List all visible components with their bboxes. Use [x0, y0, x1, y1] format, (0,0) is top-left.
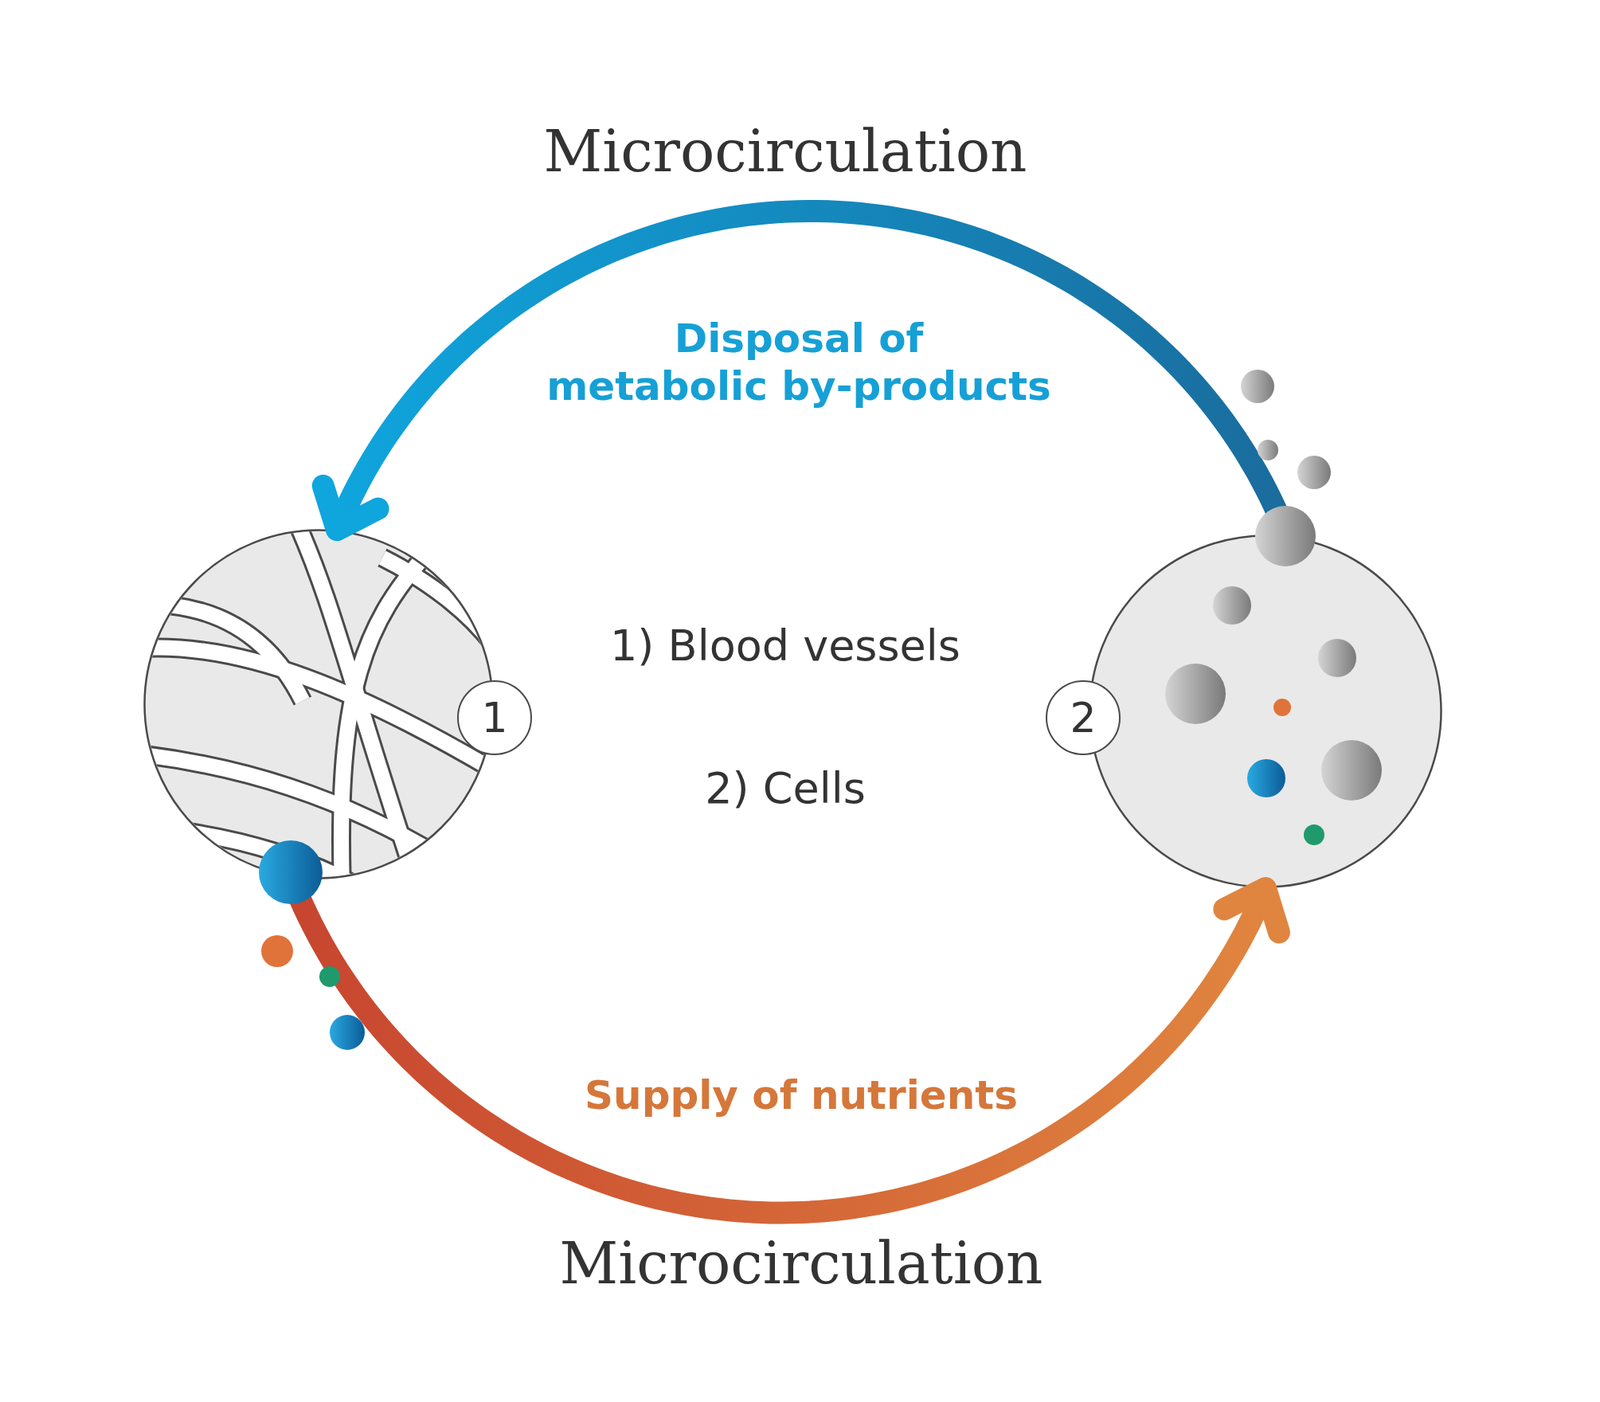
waste-particle [1240, 369, 1275, 403]
arrow-head [323, 485, 379, 530]
flow-arrow [291, 876, 1280, 1213]
edge-label-box: Supply of nutrients [534, 1071, 1068, 1119]
circle-shape [1090, 535, 1442, 888]
arrow-head [1224, 888, 1280, 932]
flow-line [291, 876, 1264, 1213]
vessel-circle: 1 [143, 528, 494, 880]
flow-line [340, 211, 1288, 536]
edge-label: Supply of nutrients [584, 1071, 1018, 1119]
callout-number: 2 [1045, 680, 1121, 756]
flow-arrow [323, 211, 1288, 536]
line-spacer [532, 314, 624, 363]
oxygen-particle [329, 1014, 365, 1050]
key-text: 2) Cells [704, 762, 866, 815]
nutrient-particle [261, 934, 294, 967]
cycle-title: Microcirculation [559, 1228, 1044, 1298]
key-text: 1) Blood vessels [610, 620, 961, 673]
callout-number: 1 [457, 680, 533, 756]
circle-outline [1088, 534, 1443, 889]
waste-particle [1257, 439, 1279, 461]
nutrient-particle [319, 966, 341, 987]
edge-label-box: Disposal of metabolic by-products [532, 314, 1066, 411]
cycle-title: Microcirculation [543, 117, 1028, 186]
edge-label: Disposal of metabolic by-products [546, 315, 1052, 410]
circle-shape [144, 530, 493, 879]
waste-particle [1297, 455, 1331, 489]
line-spacer [974, 314, 1066, 363]
circle-outline [143, 528, 494, 880]
cell-circle: 2 [1088, 534, 1443, 889]
